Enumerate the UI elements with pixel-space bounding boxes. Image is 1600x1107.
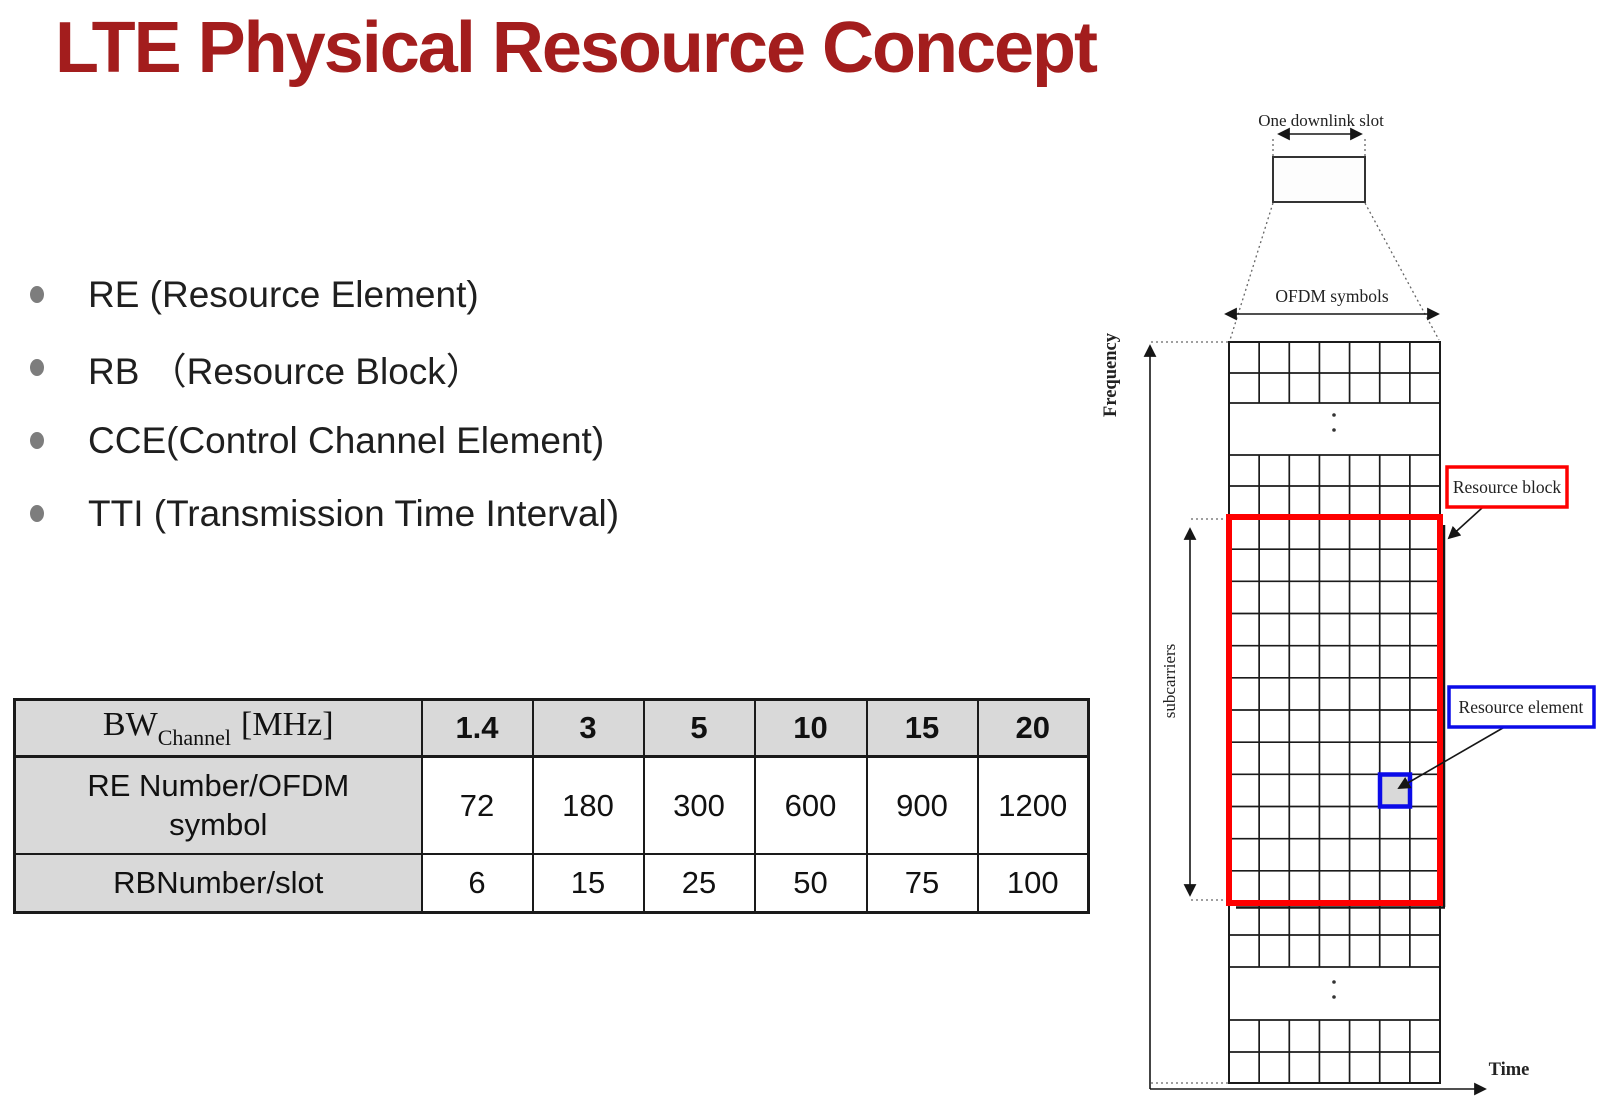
bullet-icon [30,286,44,303]
table-row: RBNumber/slot 6 15 25 50 75 100 [13,853,1090,914]
bw-unit: [MHz] [241,705,334,743]
list-item: CCE(Control Channel Element) [30,404,619,477]
table-cell: 50 [753,853,868,914]
bw-label: BW [102,705,158,743]
subcarriers-label: subcarriers [1160,644,1179,719]
bullet-text: RE (Resource Element) [88,273,479,315]
bullet-text: RB （Resource Block） [88,350,483,392]
one-downlink-slot-label: One downlink slot [1258,111,1384,130]
table-cell: 15 [531,853,645,914]
dotted-expansion-line [1229,202,1274,341]
table-cell: 600 [753,755,868,855]
table-cell: 1200 [976,755,1090,855]
table-header-cell: 5 [642,698,756,758]
list-item: RE (Resource Element) [30,258,619,331]
table-header-cell: 1.4 [420,698,534,758]
frequency-axis-label: Frequency [1101,332,1121,417]
table-header-cell: 3 [531,698,645,758]
table-cell: 900 [865,755,979,855]
table-cell: 25 [642,853,756,914]
page-title: LTE Physical Resource Concept [55,8,1098,88]
table-header-cell: 10 [753,698,868,758]
bullet-icon [30,505,44,522]
bullet-icon [30,359,44,376]
table-header-bw: BWChannel [MHz] [13,698,423,758]
table-cell: 180 [531,755,645,855]
resource-element-callout-box [1447,685,1596,729]
bullet-list: RE (Resource Element) RB （Resource Block… [30,258,619,550]
resource-block-callout-label: Resource block [1453,477,1562,497]
resource-block-outline [1226,514,1443,906]
table-row: RE Number/OFDM symbol 72 180 300 600 900… [13,755,1090,855]
table-cell: 6 [420,853,534,914]
bullet-text: CCE(Control Channel Element) [88,419,605,461]
resource-element-pointer [1397,724,1509,789]
ellipsis-dot [1332,980,1336,984]
resource-block-callout-box [1445,465,1569,509]
resource-grid-diagram: One downlink slot OFDM symbols Frequency… [1101,111,1596,1096]
resource-grid [1228,341,1441,1084]
table-header-cell: 20 [976,698,1090,758]
table-cell: 300 [642,755,756,855]
resource-element-callout-label: Resource element [1459,697,1584,717]
resource-element-cell [1377,772,1413,809]
list-item: RB （Resource Block） [30,331,619,404]
ofdm-symbols-label: OFDM symbols [1275,286,1388,306]
row-label: RBNumber/slot [13,853,423,914]
bullet-text: TTI (Transmission Time Interval) [88,492,620,534]
table-cell: 72 [420,755,534,855]
dotted-expansion-line [1364,202,1440,341]
bullet-icon [30,432,44,449]
table-cell: 75 [865,853,979,914]
resource-block-pointer [1447,507,1483,540]
ellipsis-dot [1332,995,1336,999]
ellipsis-dot [1332,413,1336,417]
list-item: TTI (Transmission Time Interval) [30,477,619,550]
ellipsis-dot [1332,428,1336,432]
downlink-slot-box [1272,156,1366,203]
row-label: RE Number/OFDM symbol [13,755,423,855]
table-cell: 100 [976,853,1090,914]
bandwidth-table: BWChannel [MHz] 1.4 3 5 10 15 20 RE Numbe… [13,698,1090,914]
bw-subscript: Channel [157,724,232,750]
table-header-row: BWChannel [MHz] 1.4 3 5 10 15 20 [13,698,1090,758]
table-header-cell: 15 [865,698,979,758]
time-axis-label: Time [1489,1060,1530,1080]
